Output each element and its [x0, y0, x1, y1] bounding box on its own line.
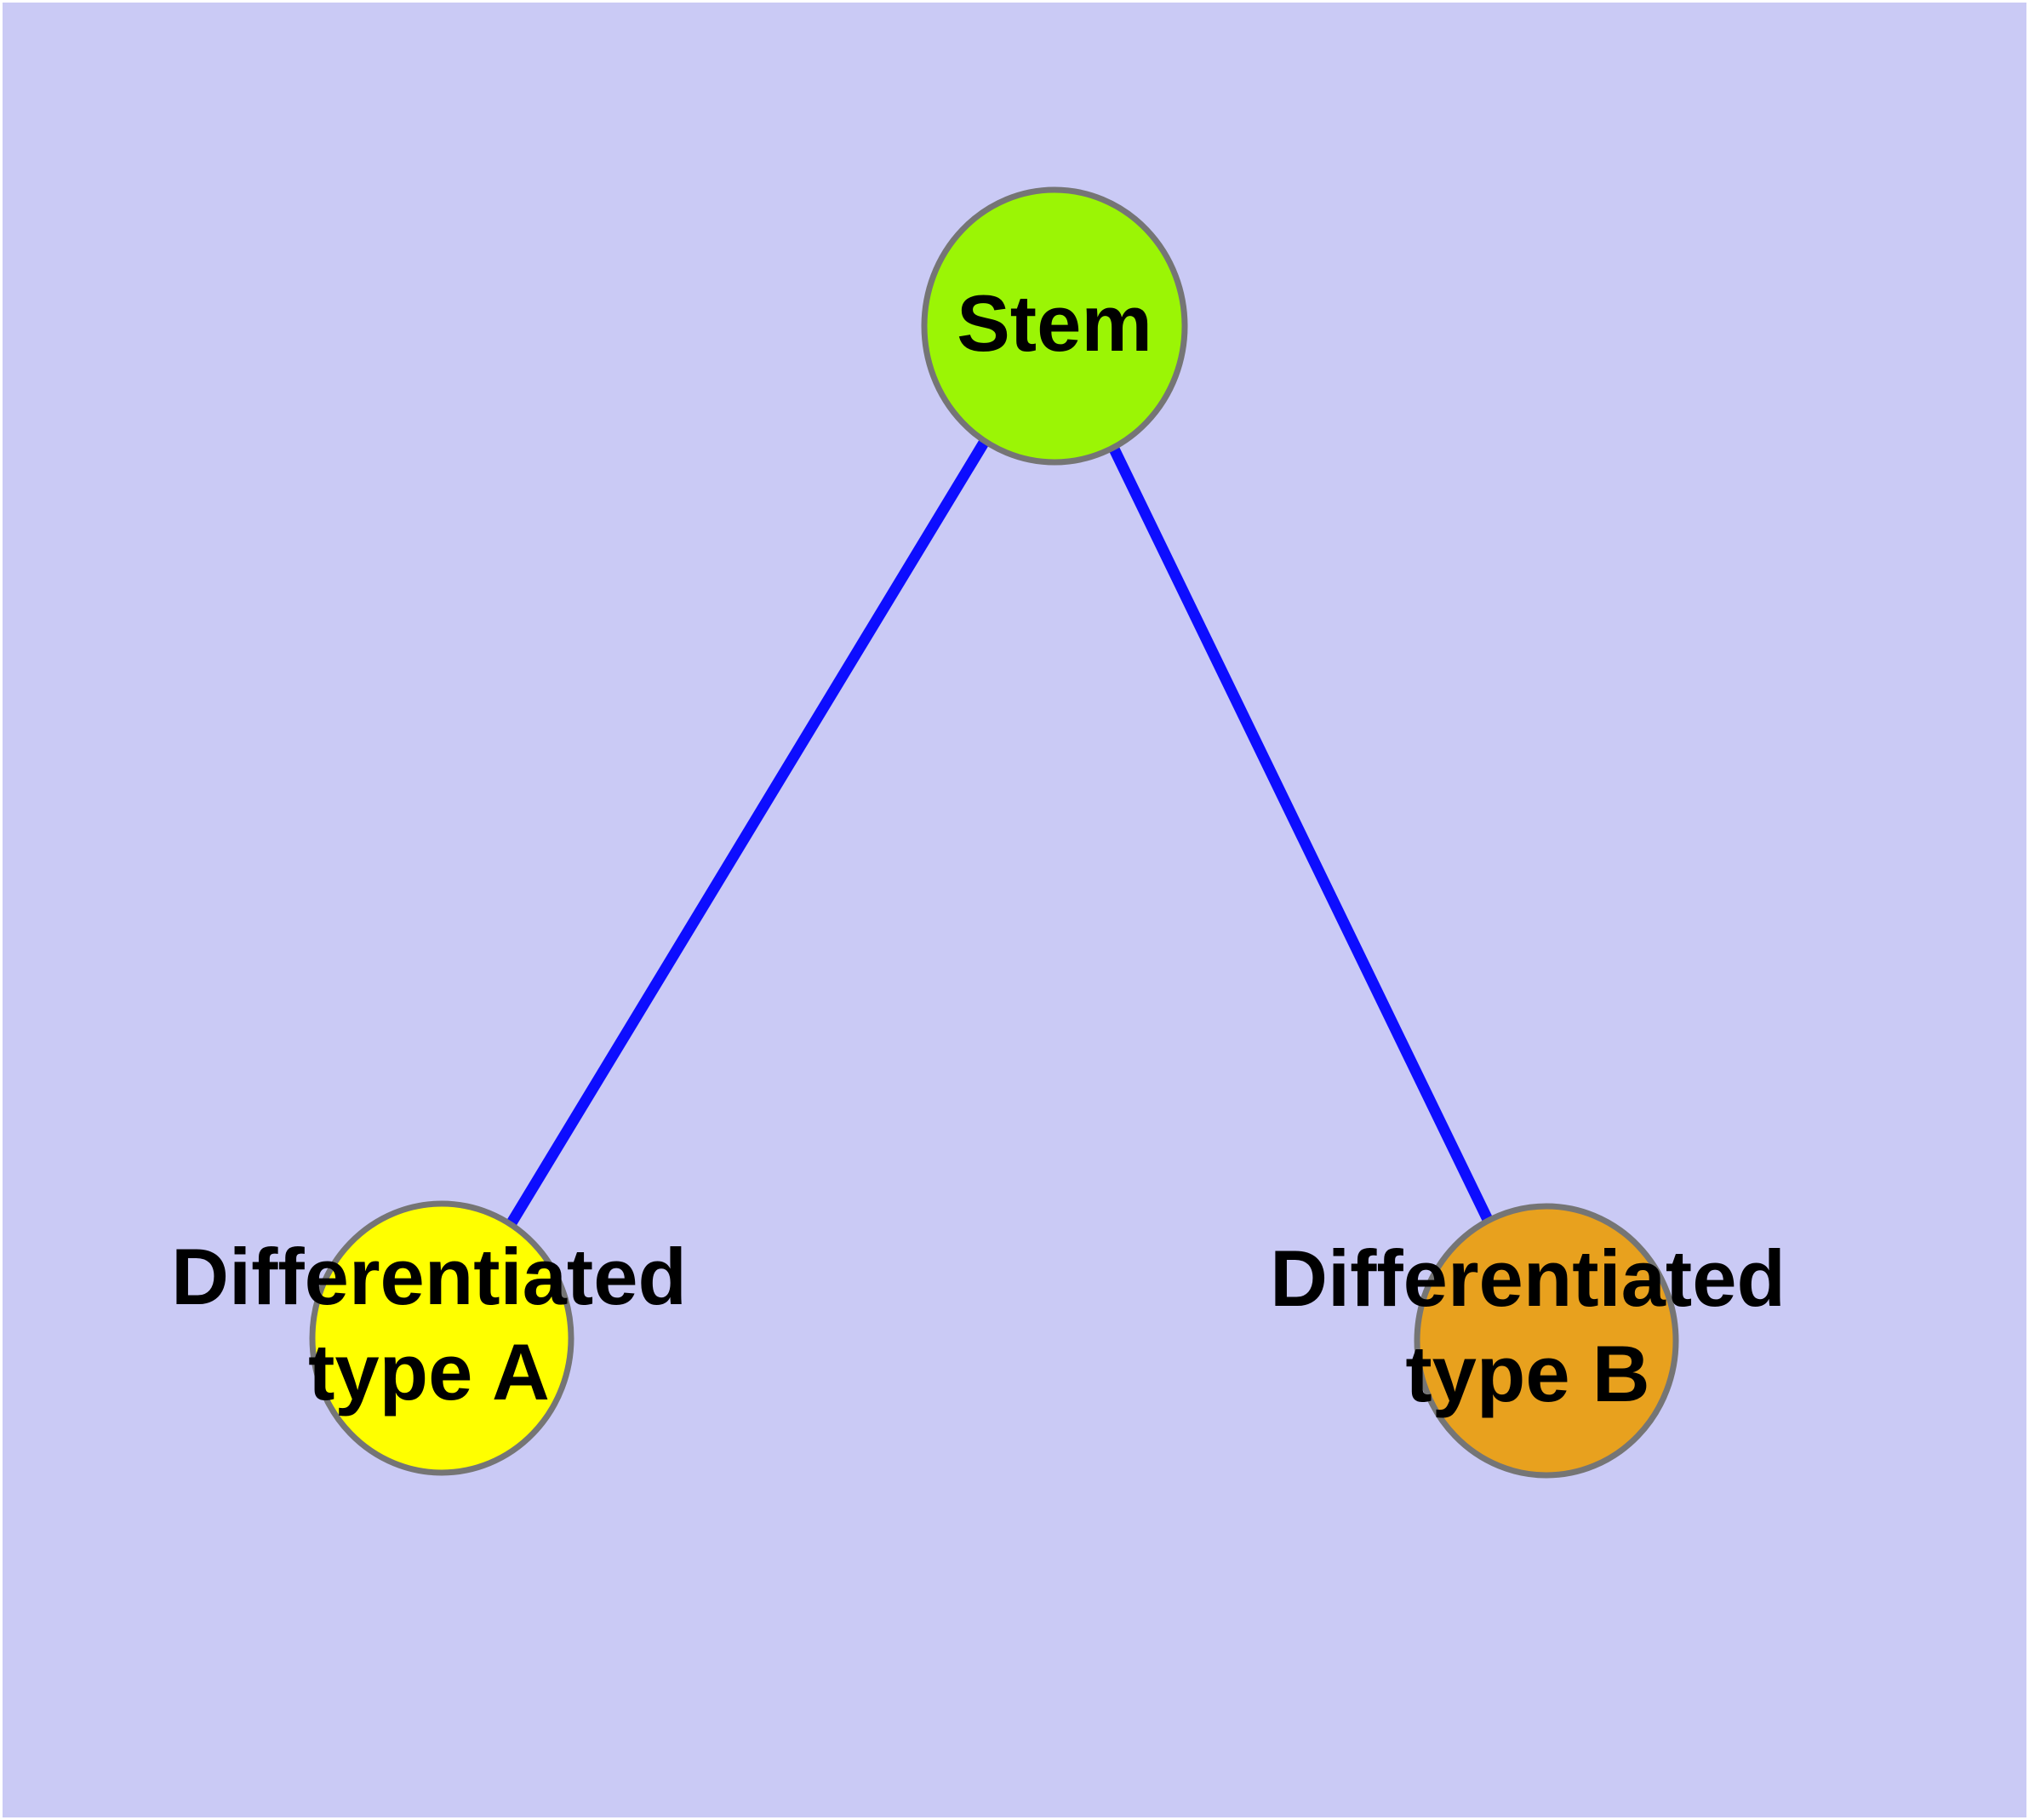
node-stem-circle	[921, 186, 1188, 466]
node-type-b-circle	[1414, 1203, 1679, 1479]
edge-stem-to-type-a	[437, 323, 1060, 1342]
node-type-a-circle	[309, 1200, 574, 1476]
edge-stem-to-type-b	[1049, 323, 1552, 1343]
